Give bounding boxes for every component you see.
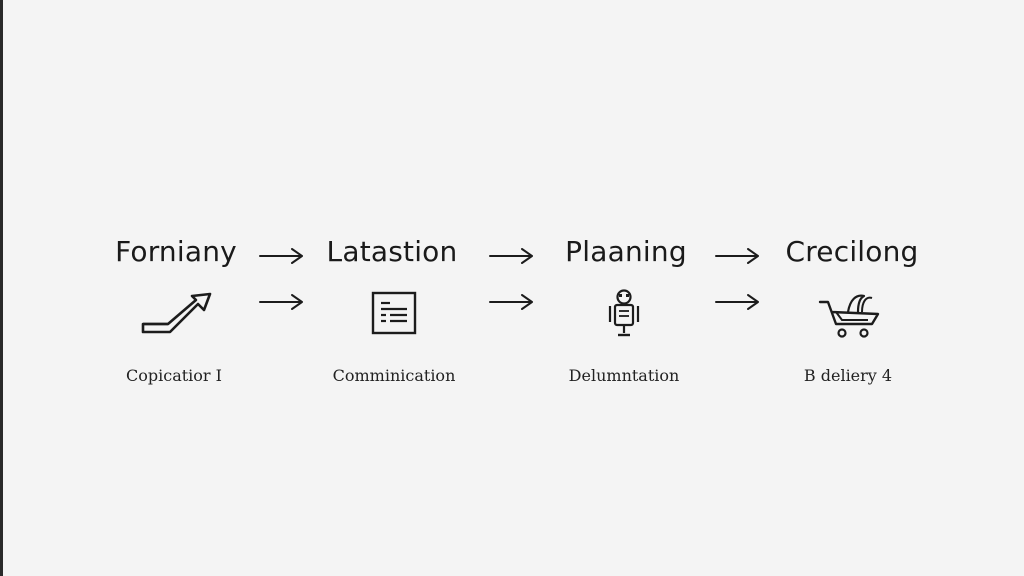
robot-icon [608,289,640,337]
arrow-right-icon [715,248,759,264]
stage-4-caption: B deliery 4 [803,366,893,385]
stage-2-caption: Comminication [332,366,456,385]
arrow-right-icon [715,294,759,310]
arrow-right-icon [259,248,303,264]
stage-1-title: Forniany [115,235,237,268]
arrow-right-icon [259,294,303,310]
stage-2-title: Latastion [326,235,458,268]
trend-arrow-icon [141,292,212,334]
shopping-cart-icon [818,294,880,338]
stage-3-title: Plaaning [565,235,687,268]
stage-3-caption: Delumntation [568,366,680,385]
arrow-right-icon [489,248,533,264]
document-icon [371,291,417,335]
stage-4-title: Crecilong [785,235,919,268]
left-edge-border [0,0,3,576]
arrow-right-icon [489,294,533,310]
stage-1-caption: Copicatior I [126,366,222,385]
